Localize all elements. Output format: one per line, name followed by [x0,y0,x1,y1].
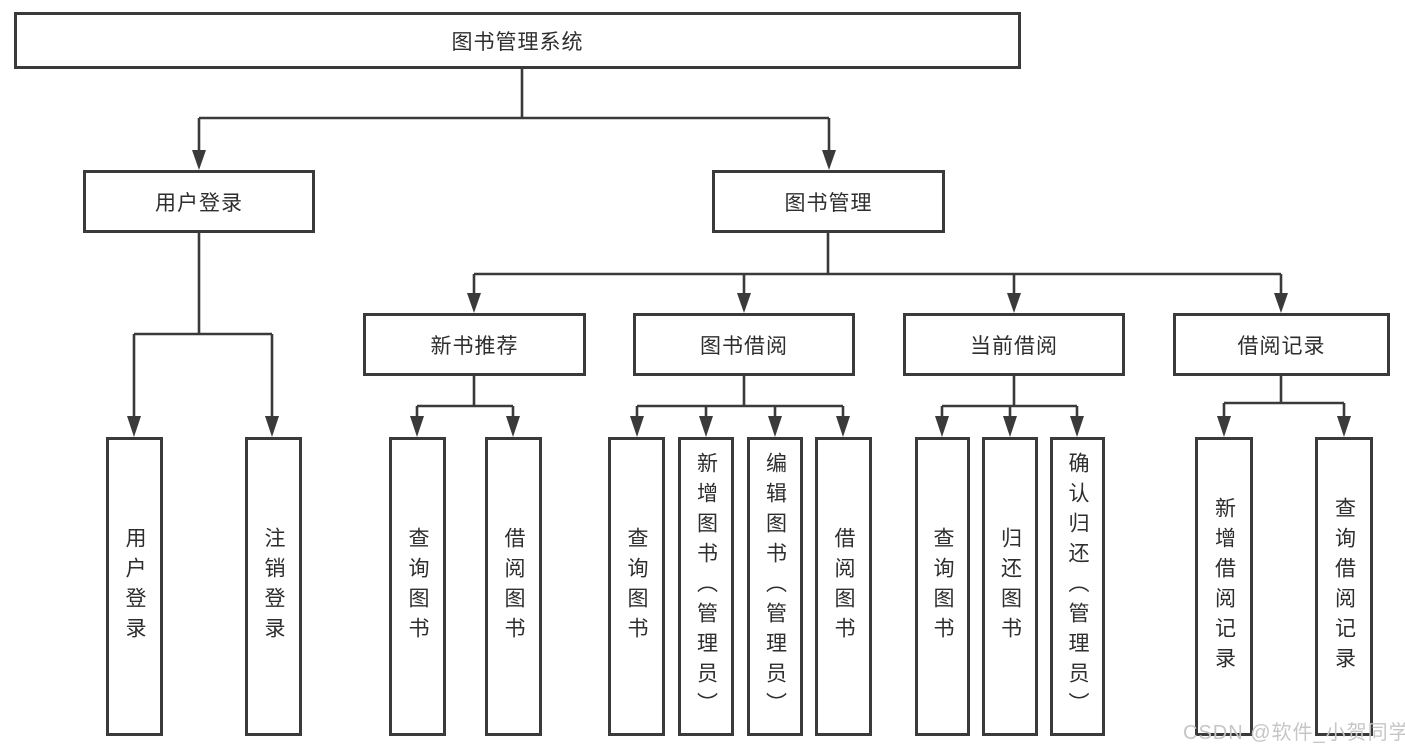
arrowhead-icons [127,150,1351,437]
node-label: 归还图书 [998,526,1022,647]
node-label: 查询图书 [406,526,429,647]
node-label: 图书管理系统 [451,30,584,54]
leaf-borrow-books-2: 借阅图书 [815,437,872,736]
node-label: 查询借阅记录 [1332,496,1356,677]
node-label: 新增借阅记录 [1212,496,1236,677]
leaf-borrow-books-1: 借阅图书 [485,437,542,736]
node-book-management: 图书管理 [712,170,945,233]
node-root-system: 图书管理系统 [14,12,1021,69]
leaf-query-books-3: 查询图书 [915,437,970,736]
node-label: 借阅记录 [1237,334,1326,358]
node-book-borrow: 图书借阅 [633,313,855,376]
node-current-borrow: 当前借阅 [903,313,1125,376]
node-new-book-recommend: 新书推荐 [363,313,586,376]
leaf-query-borrow-record: 查询借阅记录 [1315,437,1373,736]
leaf-add-borrow-record: 新增借阅记录 [1195,437,1253,736]
node-label: 查询图书 [931,526,954,647]
leaf-query-books-2: 查询图书 [608,437,665,736]
csdn-watermark: CSDN @软件_小贺同学 [1183,722,1405,744]
node-label: 借阅图书 [832,526,855,647]
leaf-confirm-return-admin: 确认归还（管理员） [1050,437,1105,736]
node-user-login-module: 用户登录 [83,170,315,233]
node-label: 编辑图书（管理员） [763,451,787,722]
node-label: 查询图书 [625,526,648,647]
node-label: 新增图书（管理员） [694,451,718,722]
node-label: 用户登录 [155,191,243,215]
leaf-return-book: 归还图书 [982,437,1038,736]
leaf-query-books-1: 查询图书 [389,437,446,736]
leaf-edit-book-admin: 编辑图书（管理员） [747,437,803,736]
node-label: 注销登录 [262,526,285,647]
node-label: 图书管理 [784,191,873,215]
node-label: 确认归还（管理员） [1066,451,1089,722]
leaf-logout: 注销登录 [245,437,302,736]
node-label: 图书借阅 [700,334,788,358]
node-label: 用户登录 [123,526,146,647]
leaf-user-login: 用户登录 [106,437,163,736]
node-borrow-records: 借阅记录 [1173,313,1390,376]
node-label: 当前借阅 [970,334,1058,358]
node-label: 新书推荐 [430,334,519,358]
leaf-add-book-admin: 新增图书（管理员） [678,437,734,736]
node-label: 借阅图书 [502,526,525,647]
